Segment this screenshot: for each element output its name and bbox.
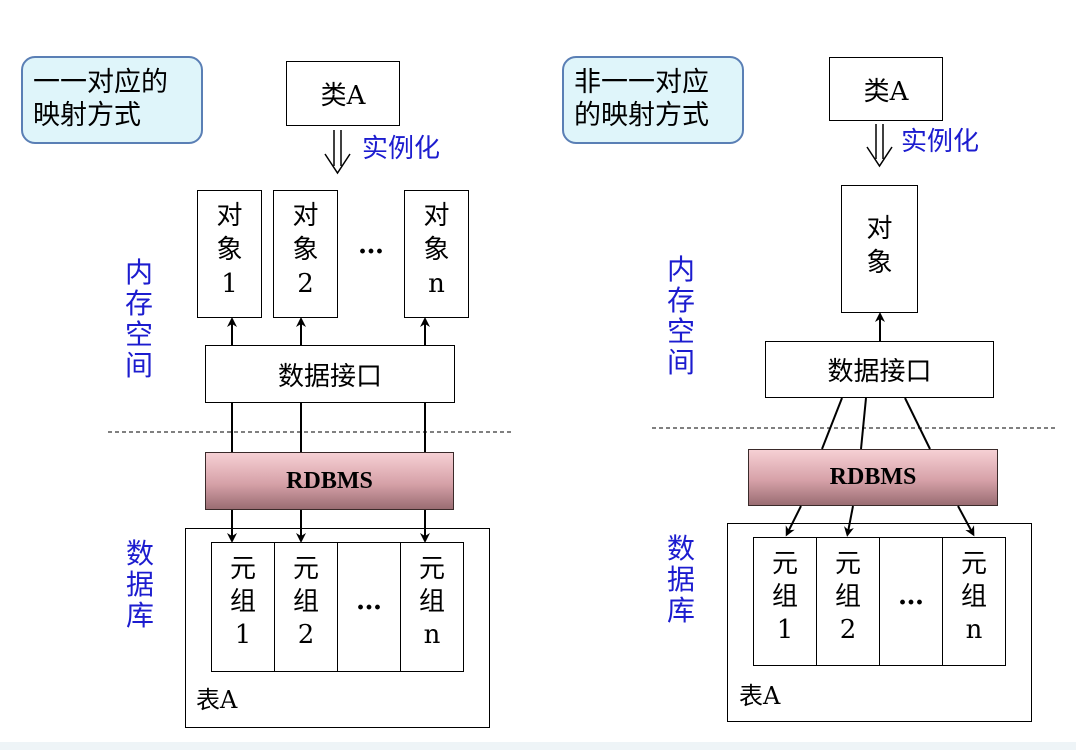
left-title-line-2: 映射方式 [33, 100, 141, 131]
right-table-label: 表A [739, 682, 781, 710]
left-memory-char: 空 [124, 318, 153, 351]
left-class-label: 类A [320, 81, 366, 111]
tuple-char: 1 [234, 620, 252, 650]
left-database-char: 数 [125, 537, 154, 570]
tuple-char: 组 [771, 582, 798, 612]
tuple-char: 组 [418, 587, 445, 617]
right-link-interface-rdbms-2 [860, 397, 867, 450]
right-title-line-1: 非一一对应 [574, 67, 709, 98]
left-database-char: 据 [125, 568, 154, 601]
left-title-line-1: 一一对应的 [33, 67, 168, 98]
left-memory-char: 存 [124, 287, 153, 320]
right-tuple-n: 元 组 n [942, 537, 1006, 666]
tuple-char: 元 [229, 554, 256, 584]
left-tuple-2: 元 组 2 [274, 542, 338, 672]
object-char: 象 [423, 235, 450, 265]
left-tuple-n: 元 组 n [400, 542, 464, 672]
right-memory-char: 存 [666, 284, 695, 317]
right-object: 对 象 [841, 185, 918, 313]
right-rdbms-label: RDBMS [829, 464, 917, 490]
bottom-strip [0, 742, 1076, 750]
tuple-char: 元 [771, 549, 798, 579]
left-object-n: 对 象 n [404, 190, 469, 318]
right-tuple-ellipsis: … [898, 581, 924, 611]
tuple-char: 元 [960, 549, 987, 579]
left-database-label: 数 据 库 [125, 538, 155, 631]
left-data-interface: 数据接口 [205, 345, 455, 403]
right-link-rdbms-tuple-2 [844, 505, 854, 537]
right-database-label: 数 据 库 [666, 533, 696, 626]
right-title-line-2: 的映射方式 [574, 100, 709, 131]
right-link-rdbms-tuple-n [957, 505, 975, 537]
left-memory-char: 间 [124, 349, 153, 382]
right-instantiate-arrow [866, 124, 893, 168]
right-database-char: 据 [666, 563, 695, 596]
right-database-char: 库 [666, 594, 695, 627]
tuple-char: 组 [229, 587, 256, 617]
left-interface-label: 数据接口 [277, 361, 382, 392]
left-title-box: 一一对应的 映射方式 [21, 56, 203, 144]
right-tuple-ellipsis-cell: … [879, 537, 943, 666]
object-char: 对 [216, 201, 243, 231]
tuple-char: 2 [839, 615, 857, 645]
right-title-box: 非一一对应 的映射方式 [562, 56, 744, 144]
left-table-label: 表A [196, 686, 238, 714]
left-object-1: 对 象 1 [197, 190, 262, 318]
right-link-interface-rdbms-3 [904, 397, 931, 450]
right-memory-label: 内 存 空 间 [666, 254, 696, 378]
tuple-char: 1 [776, 615, 794, 645]
tuple-char: 元 [418, 554, 445, 584]
right-memory-char: 空 [666, 315, 695, 348]
left-object-2: 对 象 2 [273, 190, 338, 318]
tuple-char: n [423, 620, 441, 650]
left-class-box: 类A [286, 61, 400, 126]
tuple-char: 组 [292, 587, 319, 617]
left-memory-char: 内 [124, 256, 153, 289]
left-rdbms-label: RDBMS [286, 467, 373, 494]
right-data-interface: 数据接口 [765, 341, 994, 398]
tuple-char: 组 [834, 582, 861, 612]
right-memory-char: 间 [666, 346, 695, 379]
object-char: n [428, 269, 445, 299]
right-instantiate-label: 实例化 [901, 127, 980, 157]
object-char: 对 [423, 201, 450, 231]
tuple-char: 2 [297, 620, 315, 650]
right-database-char: 数 [666, 532, 695, 565]
object-char: 象 [216, 235, 243, 265]
left-instantiate-label: 实例化 [362, 134, 441, 164]
object-char: 2 [297, 269, 314, 299]
object-char: 象 [292, 235, 319, 265]
left-database-char: 库 [125, 599, 154, 632]
object-char: 对 [292, 201, 319, 231]
left-rdbms: RDBMS [205, 452, 454, 510]
tuple-char: 组 [960, 582, 987, 612]
right-class-box: 类A [829, 57, 943, 121]
left-instantiate-arrow [324, 130, 351, 175]
right-link-interface-rdbms-1 [821, 397, 843, 450]
tuple-char: n [965, 615, 983, 645]
object-char: 1 [221, 269, 238, 299]
right-class-label: 类A [863, 76, 909, 107]
left-memory-label: 内 存 空 间 [124, 257, 154, 381]
object-char: 对 [866, 214, 893, 244]
left-tuple-ellipsis: … [356, 586, 382, 616]
right-memory-char: 内 [666, 253, 695, 286]
left-tuple-ellipsis-cell: … [337, 542, 401, 672]
object-char: 象 [866, 248, 893, 278]
tuple-char: 元 [834, 549, 861, 579]
right-rdbms: RDBMS [748, 449, 998, 506]
right-interface-label: 数据接口 [827, 357, 932, 387]
left-objects-ellipsis: … [358, 230, 384, 260]
right-link-rdbms-tuple-1 [785, 505, 802, 537]
tuple-char: 元 [292, 554, 319, 584]
